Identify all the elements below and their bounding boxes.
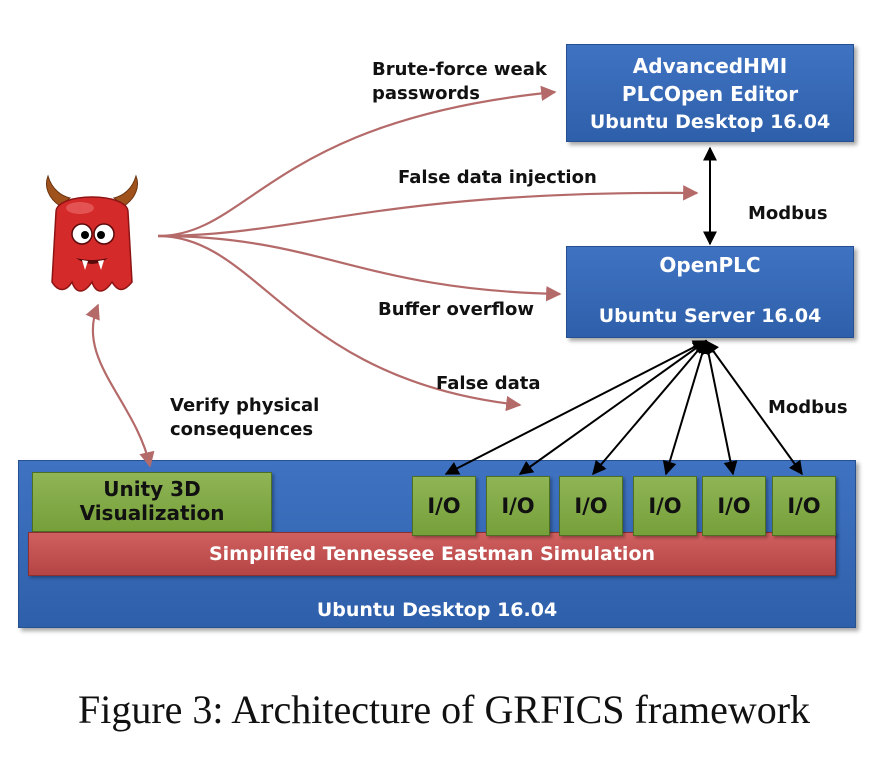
false-data-injection-arrow xyxy=(157,185,699,238)
modbus-io-link xyxy=(705,339,803,476)
openplc-box: OpenPLC Ubuntu Server 16.04 xyxy=(566,246,854,338)
simulation-bar: Simplified Tennessee Eastman Simulation xyxy=(28,532,836,576)
false-data-injection-label: False data injection xyxy=(398,167,597,188)
unity-visualization-box: Unity 3D Visualization xyxy=(32,472,272,532)
unity-line2: Visualization xyxy=(79,501,225,525)
brute-force-arrow xyxy=(157,85,557,238)
io-module: I/O xyxy=(486,476,550,536)
devil-icon xyxy=(46,174,138,292)
io-label: I/O xyxy=(501,494,535,518)
io-module: I/O xyxy=(412,476,476,536)
modbus-io-link xyxy=(592,339,707,476)
verify-line1: Verify physical xyxy=(170,395,320,416)
verify-consequences-label: Verify physical consequences xyxy=(170,394,319,442)
modbus-io-link xyxy=(662,339,710,476)
io-module: I/O xyxy=(633,476,697,536)
modbus-io-link xyxy=(518,340,708,475)
openplc-os: Ubuntu Server 16.04 xyxy=(598,305,822,327)
io-module: I/O xyxy=(559,476,623,536)
openplc-title: OpenPLC xyxy=(659,253,761,277)
figure-caption: Figure 3: Architecture of GRFICS framewo… xyxy=(77,687,811,732)
ubuntu-desktop-label: Ubuntu Desktop 16.04 xyxy=(316,599,558,621)
hmi-line2: PLCOpen Editor xyxy=(621,82,799,106)
false-data-label: False data xyxy=(436,373,541,394)
buffer-overflow-arrow xyxy=(157,234,562,302)
modbus-top-label: Modbus xyxy=(748,203,828,224)
io-label: I/O xyxy=(648,494,682,518)
verify-consequences-arrow xyxy=(85,303,155,468)
modbus-bottom-label: Modbus xyxy=(768,397,848,418)
brute-force-label: Brute-force weak passwords xyxy=(372,58,547,106)
io-label: I/O xyxy=(574,494,608,518)
false-data-arrow xyxy=(157,234,522,412)
modbus-io-link xyxy=(444,340,708,475)
io-label: I/O xyxy=(427,494,461,518)
io-label: I/O xyxy=(787,494,821,518)
brute-force-line1: Brute-force weak xyxy=(372,59,547,80)
io-label: I/O xyxy=(717,494,751,518)
unity-line1: Unity 3D xyxy=(103,477,201,501)
hmi-line1: AdvancedHMI xyxy=(632,54,788,78)
verify-line2: consequences xyxy=(170,419,314,440)
hmi-line3: Ubuntu Desktop 16.04 xyxy=(589,111,831,133)
io-module: I/O xyxy=(772,476,836,536)
io-module: I/O xyxy=(702,476,766,536)
simulation-label: Simplified Tennessee Eastman Simulation xyxy=(208,543,656,565)
hmi-box: AdvancedHMI PLCOpen Editor Ubuntu Deskto… xyxy=(566,44,854,142)
brute-force-line2: passwords xyxy=(372,83,480,104)
buffer-overflow-label: Buffer overflow xyxy=(378,299,534,320)
